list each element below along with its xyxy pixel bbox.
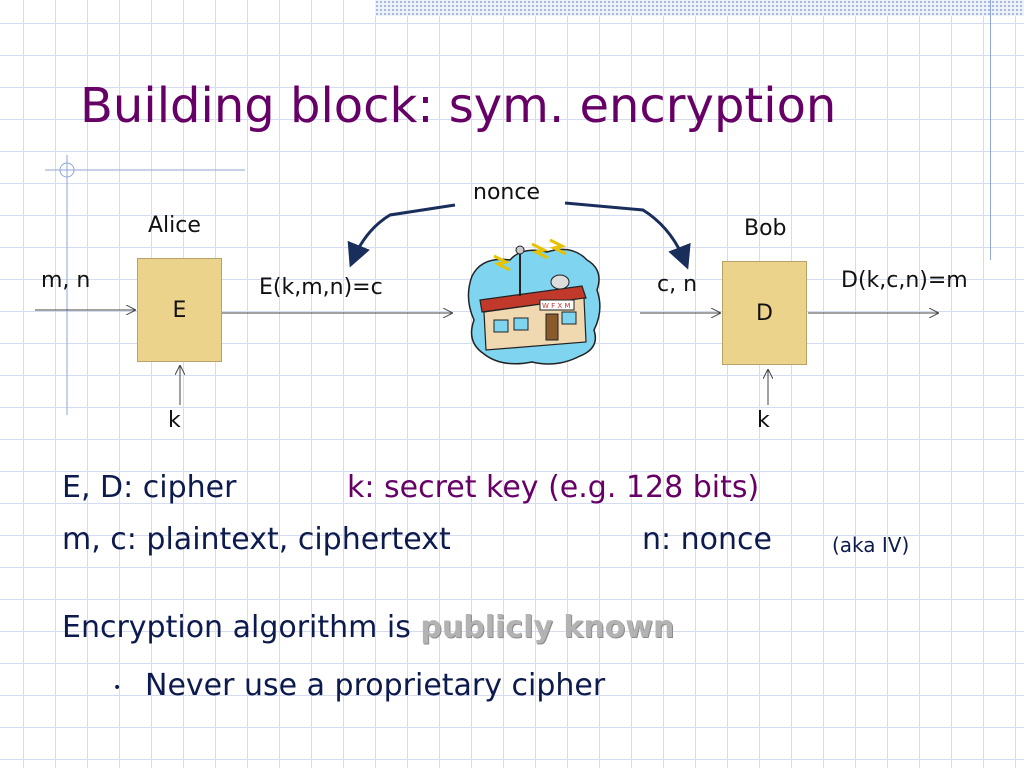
def-nonce: n: nonce <box>642 522 772 557</box>
radio-station-building-icon: W F X M <box>467 238 601 365</box>
def-plaintext-ciphertext: m, c: plaintext, ciphertext <box>62 522 451 557</box>
nonce-label: nonce <box>473 180 540 205</box>
plaintext-output-label: D(k,c,n)=m <box>841 268 968 293</box>
decrypt-box-label: D <box>756 300 773 326</box>
def-nonce-note: (aka IV) <box>832 533 910 557</box>
bullet-icon: • <box>113 680 122 696</box>
bullet-item-1: Never use a proprietary cipher <box>145 668 606 703</box>
nonce-arrow-left <box>347 203 456 268</box>
right-decoration-line <box>990 0 991 260</box>
decrypt-box: D <box>722 261 807 365</box>
svg-text:W F X M: W F X M <box>542 302 570 310</box>
encrypt-box: E <box>137 258 222 362</box>
def-key: k: secret key (e.g. 128 bits) <box>347 470 760 505</box>
body-line-1-prefix: Encryption algorithm is <box>62 610 421 645</box>
nonce-arrow-right <box>564 201 691 270</box>
ciphertext-label: E(k,m,n)=c <box>259 275 383 300</box>
key-label-right: k <box>757 408 770 433</box>
bob-label: Bob <box>744 216 787 241</box>
body-line-1: Encryption algorithm is publicly known <box>62 610 674 645</box>
slide-title: Building block: sym. encryption <box>80 78 837 134</box>
key-label-left: k <box>168 408 181 433</box>
alice-label: Alice <box>148 213 201 238</box>
encrypt-box-label: E <box>172 297 187 323</box>
crosshair-decoration <box>45 155 245 415</box>
top-decoration-band <box>375 0 1024 16</box>
body-line-1-emphasis: publicly known <box>420 610 675 645</box>
def-cipher: E, D: cipher <box>62 470 237 505</box>
input-label: m, n <box>41 268 91 293</box>
dec-input-label: c, n <box>657 272 698 297</box>
